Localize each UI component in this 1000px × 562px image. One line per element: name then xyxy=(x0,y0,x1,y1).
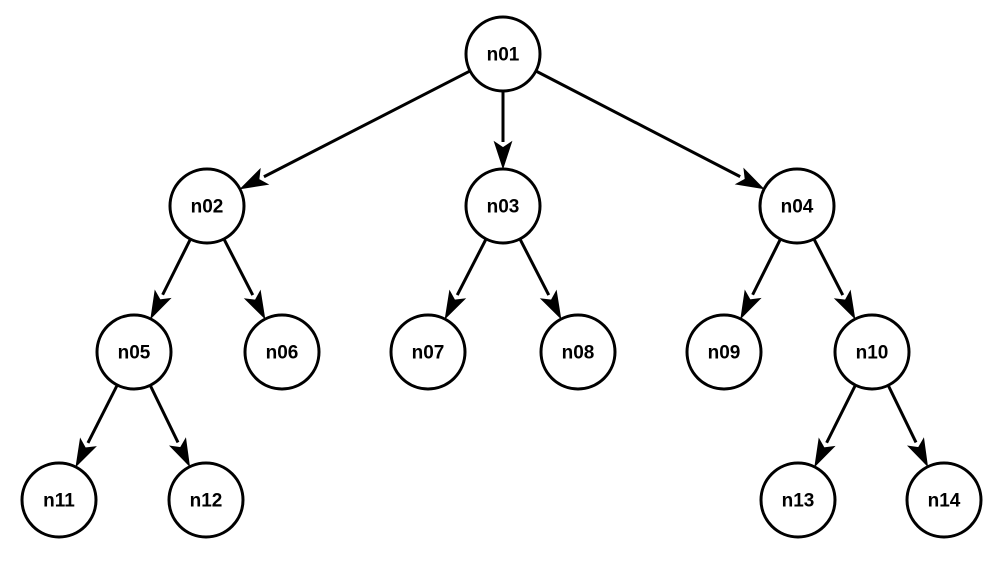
node-label: n03 xyxy=(487,197,520,218)
node-n12[interactable]: n12 xyxy=(167,461,245,539)
arrow-head-icon xyxy=(444,289,467,320)
node-n02[interactable]: n02 xyxy=(168,167,246,245)
arrow-head-icon xyxy=(539,289,562,320)
edge-line xyxy=(812,238,845,296)
node-label: n11 xyxy=(43,491,75,512)
node-n07[interactable]: n07 xyxy=(389,313,467,391)
edges-layer xyxy=(75,69,929,468)
edge-line xyxy=(148,384,180,444)
edge-n04-to-n10 xyxy=(812,238,856,320)
node-n09[interactable]: n09 xyxy=(685,313,763,391)
node-circle[interactable] xyxy=(95,313,173,391)
arrow-head-icon xyxy=(814,437,836,468)
node-label: n09 xyxy=(708,343,741,364)
node-label: n12 xyxy=(190,491,223,512)
node-n10[interactable]: n10 xyxy=(833,313,911,391)
arrow-head-icon xyxy=(740,289,762,320)
edge-n05-to-n11 xyxy=(75,384,119,468)
node-n11[interactable]: n11 xyxy=(20,461,98,539)
arrow-head-icon xyxy=(734,167,765,190)
edge-line xyxy=(751,238,782,296)
node-circle[interactable] xyxy=(685,313,763,391)
edge-line xyxy=(86,384,119,444)
node-circle[interactable] xyxy=(758,167,836,245)
node-n05[interactable]: n05 xyxy=(95,313,173,391)
node-circle[interactable] xyxy=(167,461,245,539)
edge-n01-to-n03 xyxy=(493,91,513,170)
node-circle[interactable] xyxy=(389,313,467,391)
edge-n03-to-n08 xyxy=(518,238,562,320)
edge-line xyxy=(222,238,255,296)
node-label: n04 xyxy=(781,197,814,218)
node-label: n01 xyxy=(487,45,520,66)
edge-line xyxy=(455,238,488,296)
node-label: n10 xyxy=(856,343,889,364)
edge-line xyxy=(825,384,857,444)
node-label: n02 xyxy=(191,197,224,218)
arrow-head-icon xyxy=(493,140,513,170)
node-n14[interactable]: n14 xyxy=(905,461,983,539)
edge-n02-to-n05 xyxy=(150,238,192,320)
edge-line xyxy=(535,69,741,178)
node-label: n06 xyxy=(266,343,299,364)
edge-n01-to-n04 xyxy=(535,69,765,190)
node-circle[interactable] xyxy=(905,461,983,539)
edge-line xyxy=(518,238,551,296)
node-n03[interactable]: n03 xyxy=(464,167,542,245)
edge-n10-to-n13 xyxy=(814,384,857,468)
node-circle[interactable] xyxy=(464,15,542,93)
node-circle[interactable] xyxy=(464,167,542,245)
edge-line xyxy=(161,238,192,296)
edge-n03-to-n07 xyxy=(444,238,488,320)
node-label: n05 xyxy=(118,343,151,364)
node-circle[interactable] xyxy=(833,313,911,391)
node-n01[interactable]: n01 xyxy=(464,15,542,93)
node-label: n07 xyxy=(412,343,445,364)
arrow-head-icon xyxy=(833,289,856,320)
edge-n05-to-n12 xyxy=(148,384,191,468)
arrow-head-icon xyxy=(168,437,191,468)
node-n06[interactable]: n06 xyxy=(243,313,321,391)
arrow-head-icon xyxy=(243,289,266,320)
arrow-head-icon xyxy=(75,437,97,468)
node-label: n08 xyxy=(562,343,595,364)
edge-n04-to-n09 xyxy=(740,238,782,320)
edge-n02-to-n06 xyxy=(222,238,266,320)
node-label: n13 xyxy=(782,491,815,512)
node-n13[interactable]: n13 xyxy=(759,461,837,539)
arrow-head-icon xyxy=(150,289,172,320)
node-n04[interactable]: n04 xyxy=(758,167,836,245)
node-circle[interactable] xyxy=(539,313,617,391)
arrow-head-icon xyxy=(239,167,270,190)
arrow-head-icon xyxy=(906,437,929,468)
edge-line xyxy=(263,69,471,179)
edge-n10-to-n14 xyxy=(886,384,929,468)
edge-line xyxy=(886,384,918,444)
node-circle[interactable] xyxy=(168,167,246,245)
nodes-layer: n01 n02 n03 n04 n05 n06 n07 n08 n09 n10 n11 n12 n13 n… xyxy=(20,15,983,539)
node-n08[interactable]: n08 xyxy=(539,313,617,391)
node-circle[interactable] xyxy=(243,313,321,391)
node-circle[interactable] xyxy=(20,461,98,539)
node-circle[interactable] xyxy=(759,461,837,539)
node-label: n14 xyxy=(928,491,961,512)
edge-n01-to-n02 xyxy=(239,69,471,190)
